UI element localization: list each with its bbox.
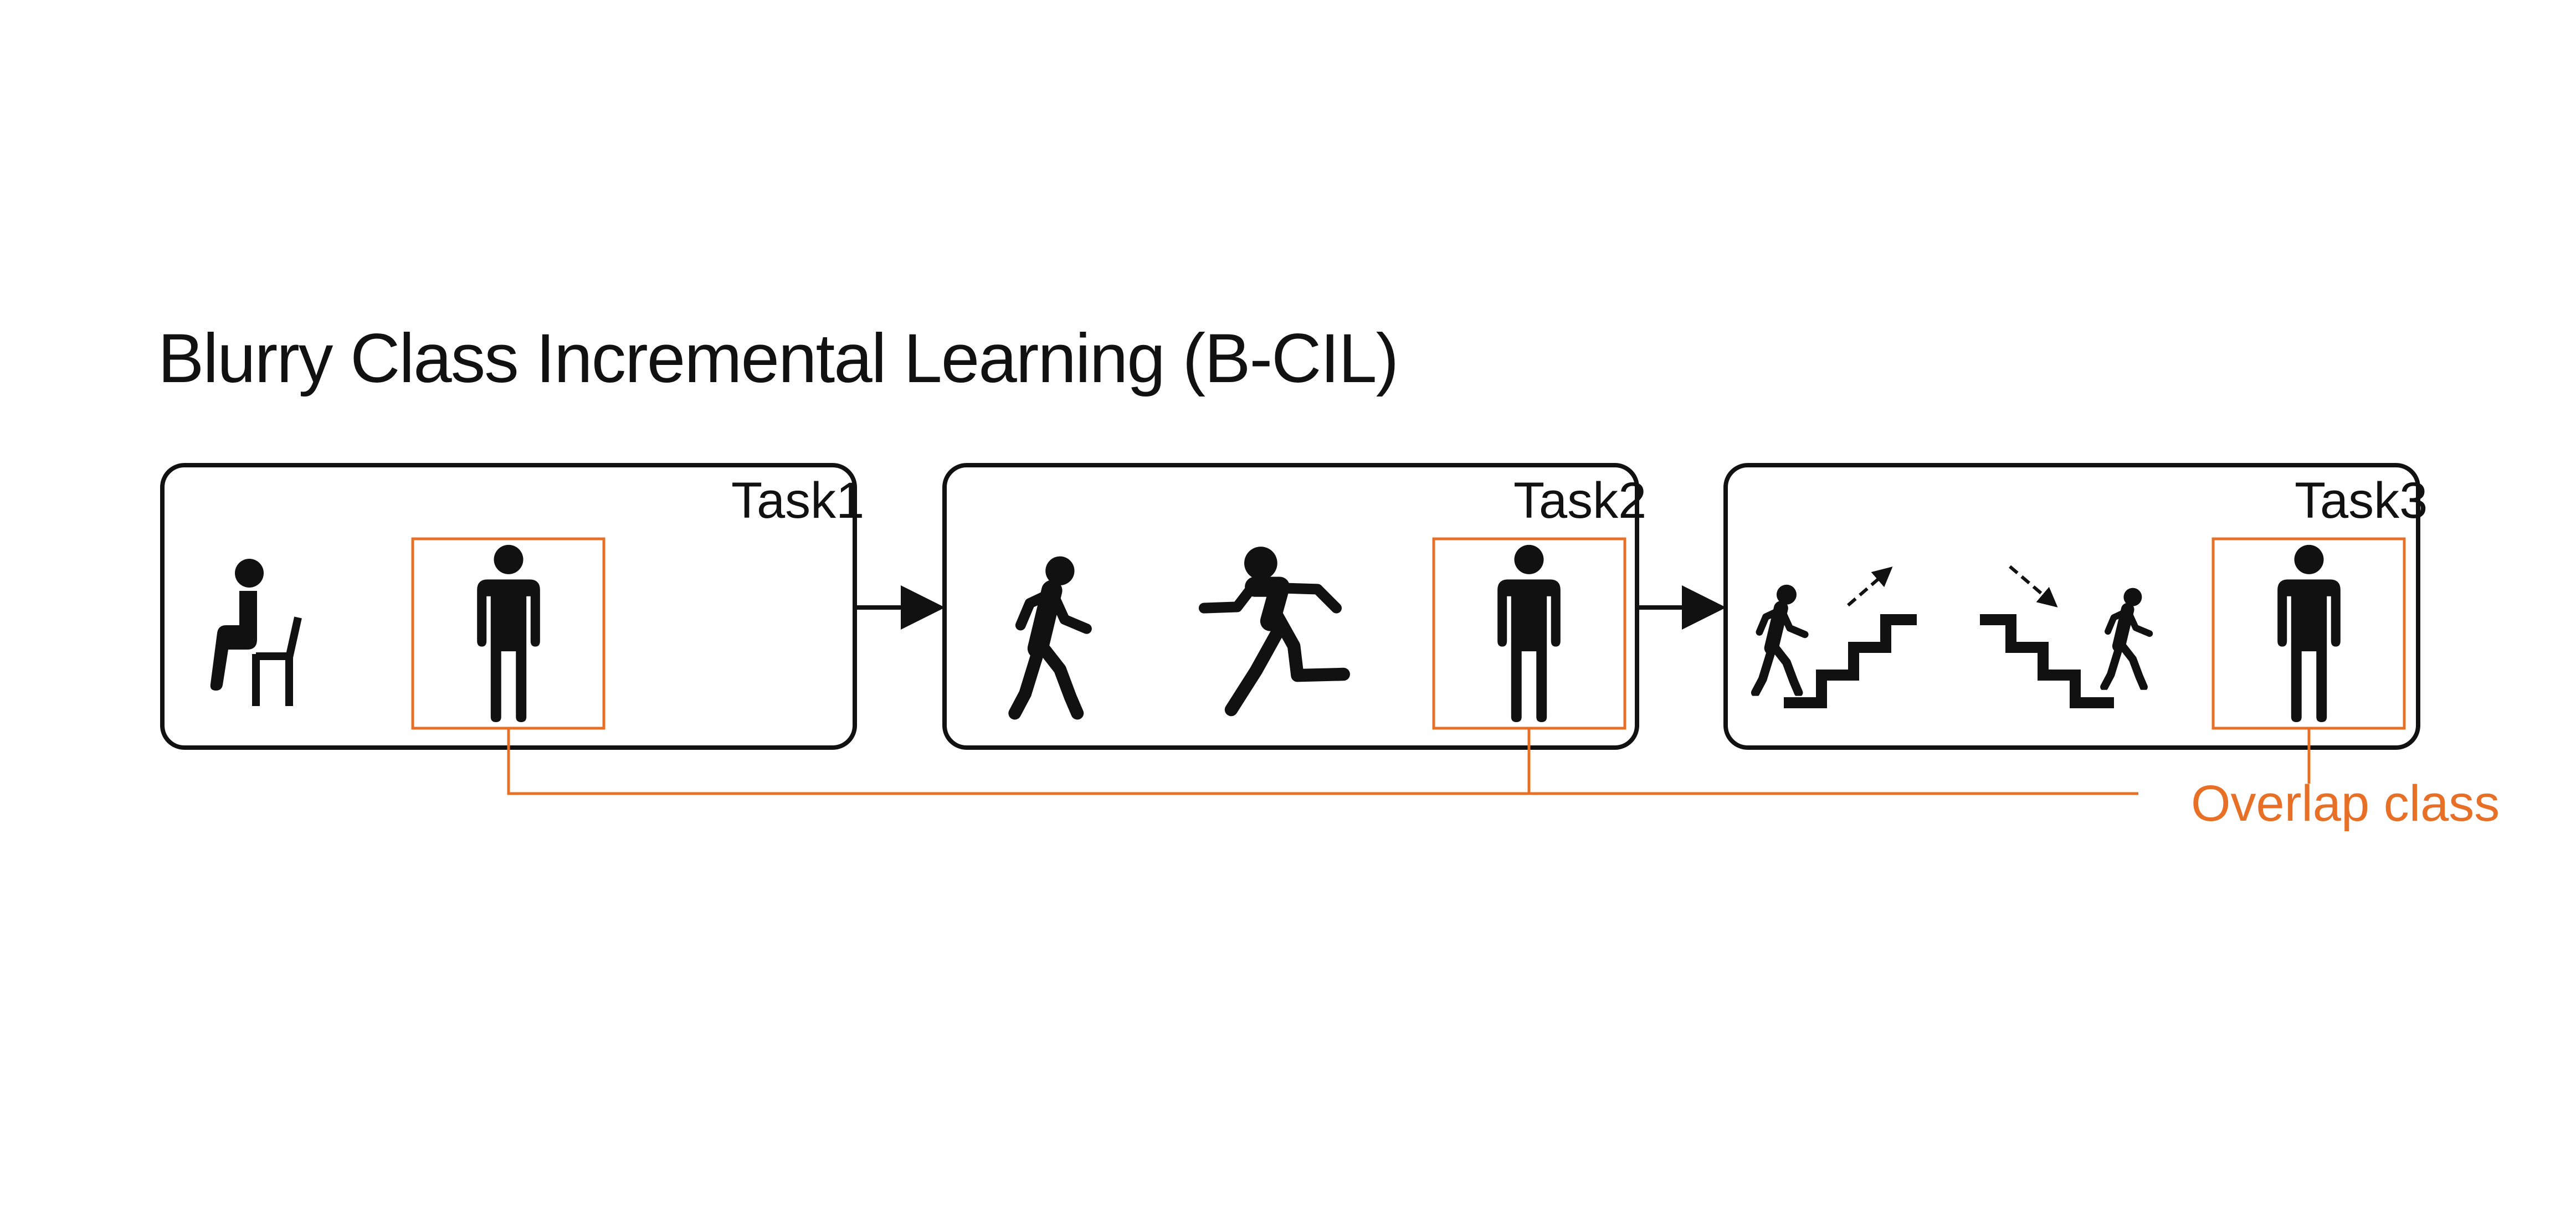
run-icon: [1204, 547, 1343, 709]
task-2-label: Task2: [1513, 472, 1647, 529]
sit-icon: [211, 559, 298, 706]
diagram-title: Blurry Class Incremental Learning (B-CIL…: [158, 320, 1399, 397]
walk-downstairs-icon: [1980, 567, 2149, 708]
walk-upstairs-icon: [1756, 569, 1917, 708]
stand-icon: [1497, 544, 1561, 722]
stand-icon: [2277, 544, 2341, 722]
task-3-label: Task3: [2295, 472, 2428, 529]
stand-icon: [477, 544, 540, 722]
overlap-connector: [507, 728, 2311, 795]
walk-icon: [1015, 557, 1087, 713]
overlap-class-label: Overlap class: [2191, 775, 2500, 832]
task-1-label: Task1: [731, 472, 865, 529]
